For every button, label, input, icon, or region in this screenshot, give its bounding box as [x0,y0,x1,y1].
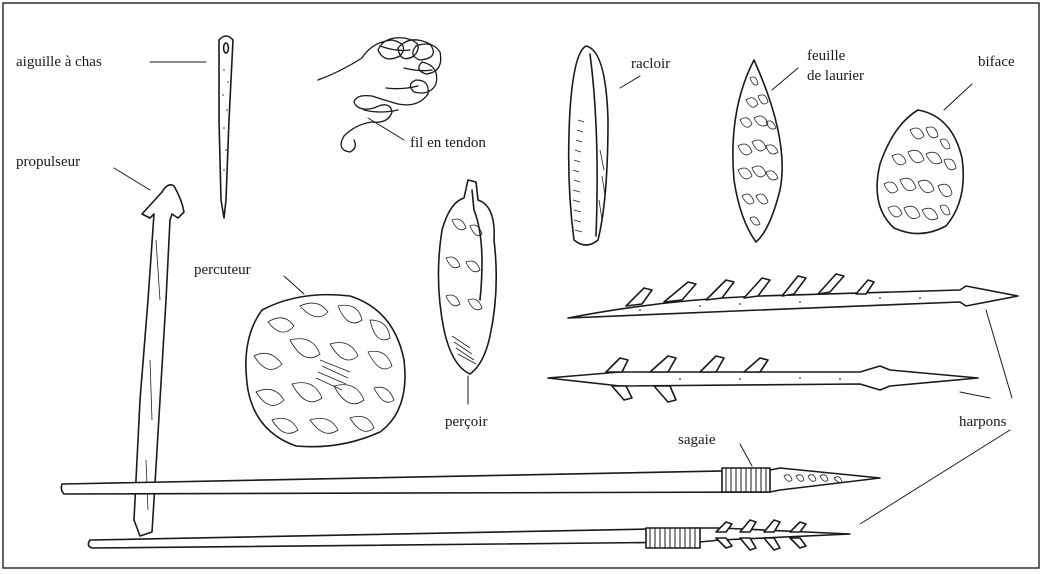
harpoon-lower-leader-line [960,392,990,398]
label-harpons: harpons [959,414,1007,430]
label-percoir: perçoir [445,414,487,430]
label-aiguille: aiguille à chas [16,54,102,70]
label-fil: fil en tendon [410,135,486,151]
sagaie-drawing [61,468,880,494]
laurel-leaf-leader-line [772,68,798,90]
hammerstone-leader-line [284,276,304,294]
needle-drawing [219,36,233,218]
scraper-drawing [569,46,608,245]
thread-leader-line [368,118,404,140]
biface-drawing [877,110,963,234]
biface-leader-line [944,84,972,110]
label-percuteur: percuteur [194,262,251,278]
label-sagaie: sagaie [678,432,716,448]
harpoon-bottom-leader-line [860,430,1010,524]
label-feuille-line1: feuille [807,48,846,64]
sagaie-leader-line [740,444,752,466]
harpoon-upper-leader-line [986,310,1012,398]
spear-thrower-leader-line [114,168,150,190]
label-biface: biface [978,54,1015,70]
harpoon-lower-drawing [548,356,978,402]
harpoon-upper-drawing [568,274,1018,318]
label-propulseur: propulseur [16,154,80,170]
scraper-leader-line [620,76,640,88]
label-racloir: racloir [631,56,670,72]
lower-spear-drawing [88,520,850,550]
borer-drawing [438,180,496,374]
label-feuille-line2: de laurier [807,68,864,84]
hammerstone-drawing [246,295,405,447]
